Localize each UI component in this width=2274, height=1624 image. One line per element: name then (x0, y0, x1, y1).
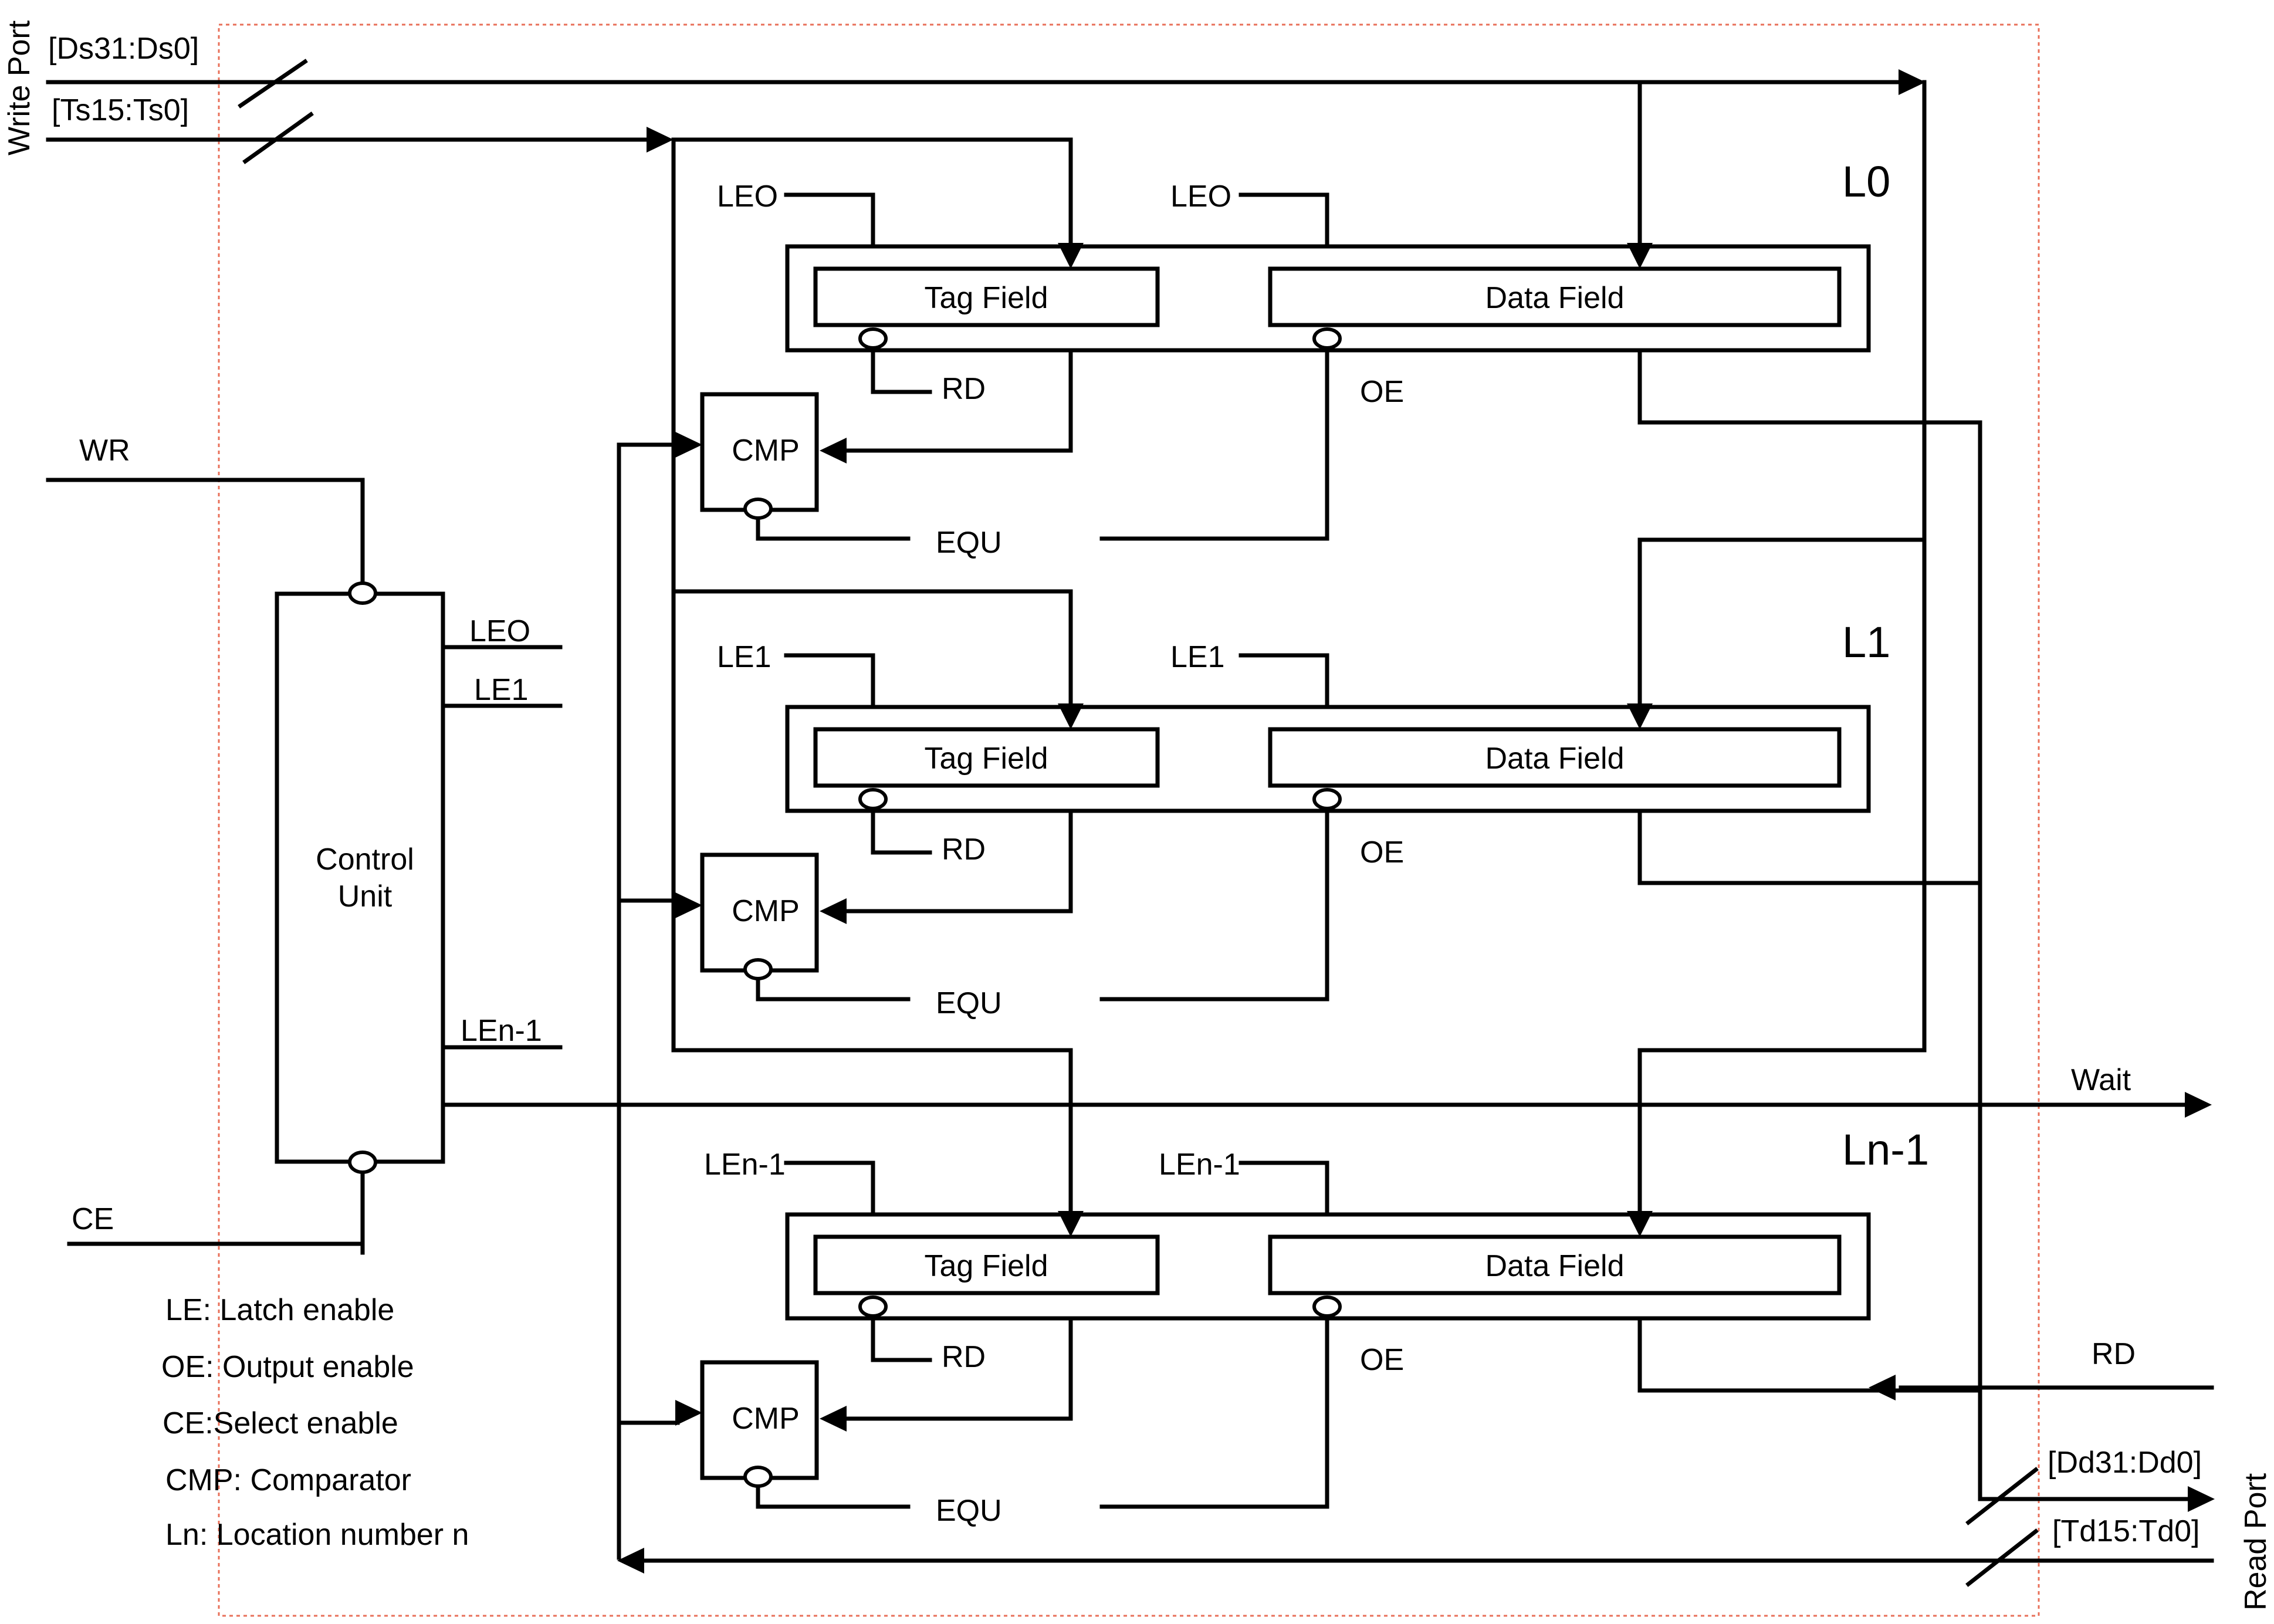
data-field-label: Data Field (1485, 742, 1625, 776)
dd-bus-label: [Dd31:Dd0] (2048, 1446, 2202, 1480)
oe-label: OE (1360, 1343, 1404, 1377)
legend-ce: CE:Select enable (163, 1406, 398, 1440)
equ-bubble (743, 958, 773, 980)
ds-bus-label: [Ds31:Ds0] (48, 32, 199, 66)
equ-bubble (743, 1466, 773, 1488)
equ-bubble (743, 498, 773, 520)
legend: LE: Latch enable OE: Output enable CE:Se… (161, 1293, 469, 1552)
legend-oe: OE: Output enable (161, 1350, 414, 1384)
data-le-label: LEO (1170, 180, 1231, 214)
ce-label: CE (72, 1202, 114, 1236)
cmp-label: CMP (732, 894, 800, 928)
tag-le-label: LE1 (717, 640, 771, 674)
tag-field-label: Tag Field (925, 281, 1048, 315)
equ-label: EQU (936, 986, 1002, 1020)
oe-bubble (1312, 788, 1342, 810)
tag-field-box (813, 1234, 1160, 1295)
tag-le-label: LEO (717, 180, 778, 214)
location-name: Ln-1 (1842, 1125, 1929, 1174)
equ-label: EQU (936, 1494, 1002, 1528)
data-field-box (1268, 1234, 1842, 1295)
rd-bubble (858, 1295, 888, 1318)
legend-le: LE: Latch enable (165, 1293, 394, 1327)
rd-input-label: RD (2092, 1337, 2136, 1371)
td-bus-label: [Td15:Td0] (2052, 1514, 2199, 1548)
rd-label: RD (942, 833, 986, 867)
tag-field-label: Tag Field (925, 1249, 1048, 1283)
wait-label: Wait (2071, 1063, 2131, 1097)
rd-label: RD (942, 1340, 986, 1374)
diagram-boundary (218, 23, 2040, 1617)
rd-bubble (858, 327, 888, 350)
legend-ln: Ln: Location number n (165, 1518, 469, 1552)
tag-field-label: Tag Field (925, 742, 1048, 776)
cu-len1-label: LEn-1 (461, 1014, 542, 1048)
rd-label: RD (942, 372, 986, 406)
ts-bus-label: [Ts15:Ts0] (52, 93, 189, 127)
location-name: L1 (1842, 618, 1890, 666)
tag-field-box (813, 727, 1160, 788)
location-name: L0 (1842, 157, 1890, 206)
data-field-label: Data Field (1485, 1249, 1625, 1283)
oe-label: OE (1360, 835, 1404, 869)
oe-label: OE (1360, 375, 1404, 409)
wr-label: WR (79, 434, 130, 468)
control-unit: Control Unit LEO LE1 LEn-1 (316, 614, 542, 1048)
data-le-label: LEn-1 (1159, 1148, 1240, 1182)
data-field-box (1268, 727, 1842, 788)
data-field-box (1268, 266, 1842, 327)
control-unit-title-line1: Control (316, 843, 414, 877)
equ-label: EQU (936, 526, 1002, 560)
oe-bubble (1312, 327, 1342, 350)
control-unit-title-line2: Unit (338, 879, 392, 914)
port-labels: Write Port Read Port [Ds31:Ds0] [Ts15:Ts… (2, 20, 2273, 1611)
cmp-label: CMP (732, 1402, 800, 1436)
write-port-label: Write Port (2, 20, 36, 155)
oe-bubble (1312, 1295, 1342, 1318)
cu-le1-label: LE1 (474, 673, 529, 707)
legend-cmp: CMP: Comparator (165, 1463, 411, 1497)
cu-le0-label: LEO (469, 614, 530, 648)
tag-le-label: LEn-1 (704, 1148, 786, 1182)
rd-bubble (858, 788, 888, 810)
static-wiring (46, 59, 2215, 1587)
tag-field-box (813, 266, 1160, 327)
cmp-label: CMP (732, 434, 800, 468)
read-port-label: Read Port (2239, 1473, 2273, 1611)
data-field-label: Data Field (1485, 281, 1625, 315)
data-le-label: LE1 (1170, 640, 1225, 674)
cmp-box (700, 392, 819, 512)
